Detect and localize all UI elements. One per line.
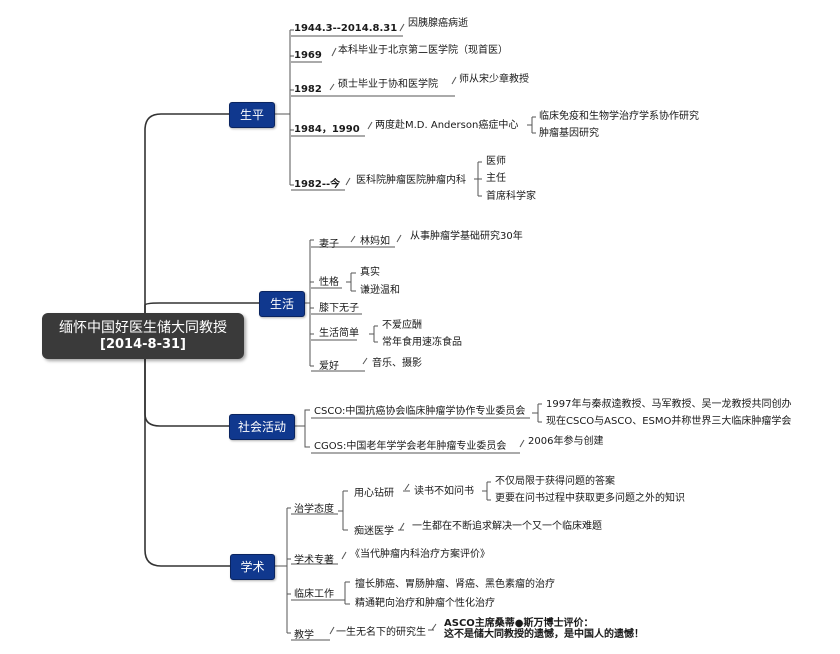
branch-social[interactable]: 社会活动 [229,414,295,440]
academic-obsessed[interactable]: 痴迷医学 [354,526,394,537]
life-sub-3[interactable]: 师从宋少章教授 [459,74,529,85]
academic-clinical-1[interactable]: 擅长肺癌、胃肠肿瘤、肾癌、黑色素瘤的治疗 [355,579,555,590]
life-text-1[interactable]: 因胰腺癌病逝 [408,18,468,29]
social-csco-1[interactable]: 1997年与秦叔逵教授、马军教授、吴一龙教授共同创办 [546,399,792,410]
life-text-3[interactable]: 硕士毕业于协和医学院 [338,79,438,90]
life-year-1[interactable]: 1944.3--2014.8.31 [294,23,398,34]
life-sub-5b[interactable]: 主任 [486,173,506,184]
academic-teaching-text[interactable]: 一生无名下的研究生 [336,627,426,638]
life-year-4[interactable]: 1984，1990 [294,124,360,135]
living-hobby-text[interactable]: 音乐、摄影 [372,358,422,369]
life-text-2[interactable]: 本科毕业于北京第二医学院（现首医） [338,45,508,56]
academic-works-label[interactable]: 学术专著 [294,555,334,566]
academic-obsessed-text[interactable]: 一生都在不断追求解决一个又一个临床难题 [412,521,602,532]
academic-attitude-label[interactable]: 治学态度 [294,504,334,515]
life-sub-5c[interactable]: 首席科学家 [486,191,536,202]
social-cgos-sub[interactable]: 2006年参与创建 [528,436,604,447]
academic-read[interactable]: 读书不如问书 [414,486,474,497]
life-sub-4b[interactable]: 肿瘤基因研究 [539,128,599,139]
root-date: [2014-8-31] [100,337,186,352]
academic-clinical-2[interactable]: 精通靶向治疗和肿瘤个性化治疗 [355,598,495,609]
living-simple-1[interactable]: 不爱应酬 [382,320,422,331]
living-personality-label[interactable]: 性格 [319,277,339,288]
academic-quote-1[interactable]: ASCO主席桑蒂●斯万博士评价： [444,618,594,629]
living-children[interactable]: 膝下无子 [319,303,359,314]
academic-teaching-label[interactable]: 教学 [294,630,314,641]
academic-read-2[interactable]: 更要在问书过程中获取更多问题之外的知识 [495,493,685,504]
social-cgos[interactable]: CGOS:中国老年学学会老年肿瘤专业委员会 [314,441,507,452]
living-wife-label[interactable]: 妻子 [319,239,339,250]
living-simple-2[interactable]: 常年食用速冻食品 [382,337,462,348]
academic-read-1[interactable]: 不仅局限于获得问题的答案 [495,476,615,487]
life-sub-4a[interactable]: 临床免疫和生物学治疗学系协作研究 [539,111,699,122]
social-csco[interactable]: CSCO:中国抗癌协会临床肿瘤学协作专业委员会 [314,406,526,417]
life-year-3[interactable]: 1982 [294,84,322,95]
living-personality-2[interactable]: 谦逊温和 [360,285,400,296]
living-wife-detail[interactable]: 从事肿瘤学基础研究30年 [410,231,523,242]
academic-quote-2[interactable]: 这不是储大同教授的遗憾，是中国人的遗憾！ [444,629,644,640]
living-wife-name[interactable]: 林妈如 [360,236,390,247]
living-personality-1[interactable]: 真实 [360,267,380,278]
life-text-4[interactable]: 两度赴M.D. Anderson癌症中心 [375,120,519,131]
root-node[interactable]: 缅怀中国好医生储大同教授 [2014-8-31] [42,313,244,359]
academic-clinical-label[interactable]: 临床工作 [294,589,334,600]
branch-life[interactable]: 生平 [229,102,275,128]
life-text-5[interactable]: 医科院肿瘤医院肿瘤内科 [356,175,466,186]
social-csco-2[interactable]: 现在CSCO与ASCO、ESMO并称世界三大临床肿瘤学会 [546,416,792,427]
life-year-2[interactable]: 1969 [294,50,322,61]
branch-academic[interactable]: 学术 [230,554,275,580]
academic-works-text[interactable]: 《当代肿瘤内科治疗方案评价》 [350,549,490,560]
life-year-5[interactable]: 1982--今 [294,179,341,190]
living-simple-label[interactable]: 生活简单 [319,328,359,339]
living-hobby-label[interactable]: 爱好 [319,361,339,372]
root-title: 缅怀中国好医生储大同教授 [59,320,227,336]
life-sub-5a[interactable]: 医师 [486,156,506,167]
branch-living[interactable]: 生活 [259,291,305,317]
academic-diligent[interactable]: 用心钻研 [354,488,394,499]
